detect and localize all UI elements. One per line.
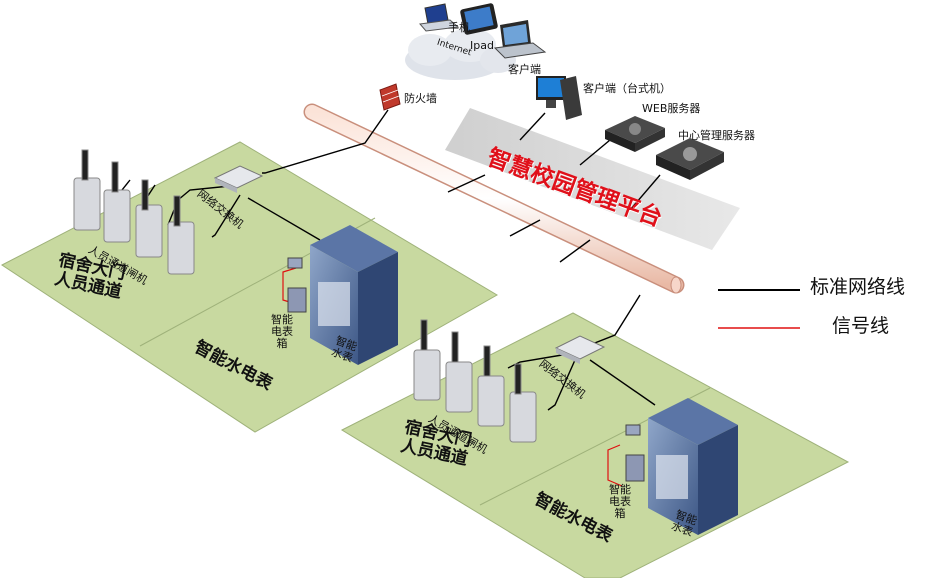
upper-turnstiles [73,149,195,275]
ipad-label: Ipad [470,39,494,52]
desktop-icon [536,76,582,120]
lower-elec-box-label: 智能电表箱 [609,483,631,520]
platform-banner [445,108,740,250]
lower-turnstiles [413,319,537,443]
phone-label: 手机 [448,21,470,34]
tablet-icon [460,3,498,35]
upper-elec-box-icon [287,287,307,313]
legend-signal-label: 信号线 [832,315,890,337]
client-label: 客户端 [508,63,541,76]
web-server-label: WEB服务器 [642,102,701,115]
backbone-pipe [303,103,685,294]
internet-cloud [405,28,516,80]
lower-elec-box-icon [625,454,645,482]
web-server-icon [605,116,665,152]
lower-meter-icon [625,424,641,436]
firewall-label: 防火墙 [404,92,437,105]
legend-network-label: 标准网络线 [810,276,906,298]
upper-cabinet-icon [310,225,398,365]
upper-elec-box-label: 智能电表箱 [271,313,293,350]
firewall-icon [379,83,401,111]
lower-cabinet-icon [648,398,738,535]
center-server-icon [656,138,724,180]
desktop-label: 客户端（台式机） [583,82,671,95]
upper-meter-icon [287,257,303,269]
laptop-client-icon [493,20,547,59]
laptop-icon [419,3,460,32]
center-server-label: 中心管理服务器 [678,129,755,142]
